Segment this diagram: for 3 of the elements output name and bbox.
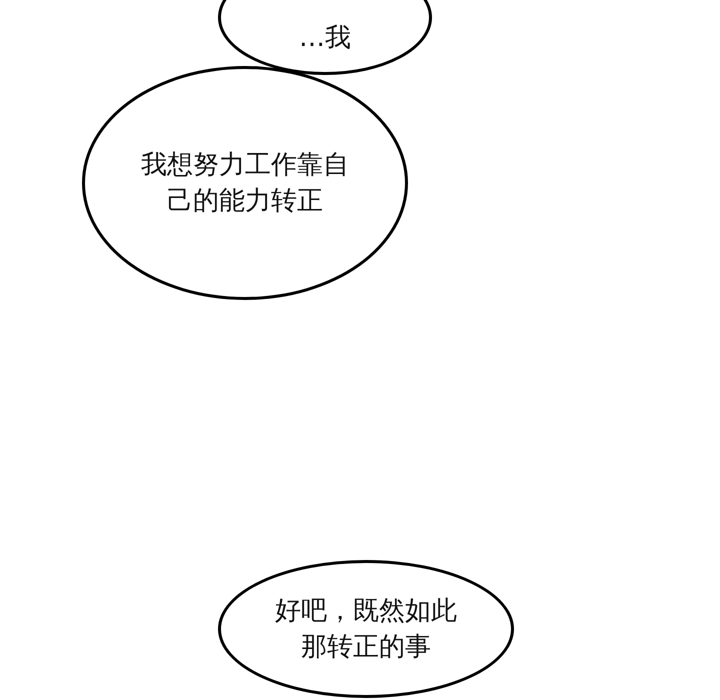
speech-text: …我 [298, 22, 352, 54]
speech-text: 好吧，既然如此那转正的事 [274, 595, 458, 664]
speech-text: 我想努力工作靠自己的能力转正 [140, 149, 350, 218]
